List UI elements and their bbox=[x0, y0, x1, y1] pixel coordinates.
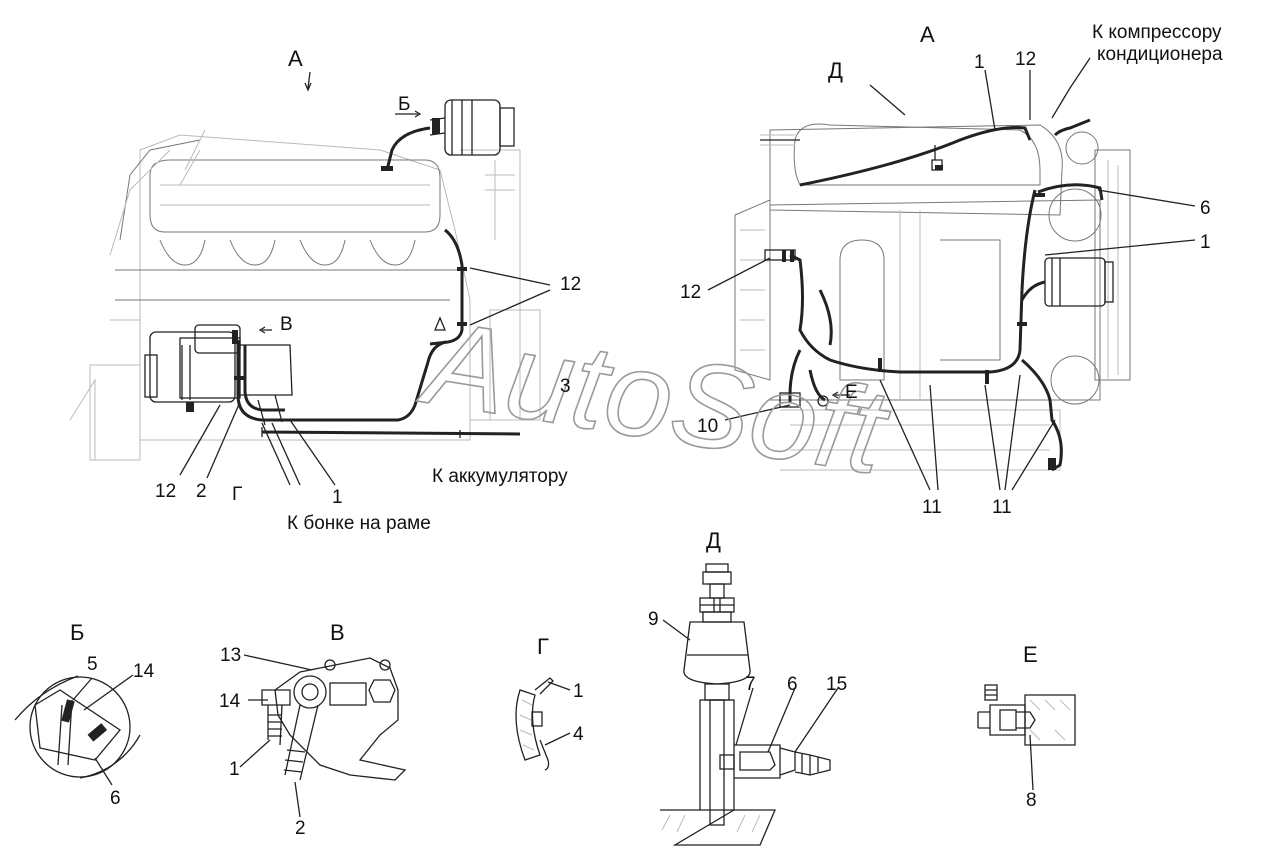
detail-title-g: Г bbox=[537, 634, 549, 659]
callout-1-g: 1 bbox=[573, 681, 584, 702]
top-unit bbox=[429, 99, 515, 156]
view-label-e-right: Е bbox=[845, 382, 858, 403]
detail-e bbox=[977, 684, 1076, 791]
note-to-frame-tank: К бонке на раме bbox=[287, 513, 431, 534]
callout-13-v: 13 bbox=[220, 645, 241, 666]
detail-b bbox=[14, 674, 141, 786]
callout-11-right-a: 11 bbox=[922, 497, 942, 518]
note-to-compressor-2: кондиционера bbox=[1097, 44, 1223, 65]
callout-1-right-mid: 1 bbox=[1200, 232, 1211, 253]
callout-2-v: 2 bbox=[295, 818, 306, 839]
callout-12-left-a: 12 bbox=[560, 274, 581, 295]
callout-6-b: 6 bbox=[110, 788, 121, 809]
callout-12-left-b: 12 bbox=[155, 481, 176, 502]
callout-3-left: 3 bbox=[560, 376, 571, 397]
callout-1-v: 1 bbox=[229, 759, 240, 780]
right-engine-view bbox=[707, 57, 1196, 491]
callout-6-right: 6 bbox=[1200, 198, 1211, 219]
callout-9-d: 9 bbox=[648, 609, 659, 630]
detail-g bbox=[515, 677, 571, 771]
callout-14-v: 14 bbox=[219, 691, 241, 712]
callout-12-right-left: 12 bbox=[680, 282, 701, 303]
starter-unit bbox=[144, 324, 293, 412]
callout-10-right: 10 bbox=[697, 416, 718, 437]
detail-d bbox=[660, 563, 839, 846]
callout-1-left: 1 bbox=[332, 487, 343, 508]
callout-11-right-b: 11 bbox=[992, 497, 1012, 518]
detail-title-v: В bbox=[330, 620, 345, 645]
view-label-a-right: А bbox=[920, 22, 935, 47]
callout-2-left: 2 bbox=[196, 481, 207, 502]
labels: А Б В 12 12 2 Г 1 3 К аккумулятору К бон… bbox=[70, 22, 1223, 839]
view-label-a-left: А bbox=[288, 46, 303, 71]
callout-5-b: 5 bbox=[87, 654, 98, 675]
note-to-battery: К аккумулятору bbox=[432, 466, 568, 487]
callout-7-d: 7 bbox=[745, 674, 756, 695]
callout-12-right-top: 12 bbox=[1015, 49, 1036, 70]
left-engine-view bbox=[69, 71, 551, 486]
detail-title-e: Е bbox=[1023, 642, 1038, 667]
detail-v bbox=[239, 654, 407, 818]
callout-4-g: 4 bbox=[573, 724, 584, 745]
callout-6-d: 6 bbox=[787, 674, 798, 695]
view-label-v-left: В bbox=[280, 314, 293, 335]
detail-title-d: Д bbox=[706, 528, 721, 553]
callout-15-d: 15 bbox=[826, 674, 847, 695]
callout-14-b: 14 bbox=[133, 661, 155, 682]
view-label-d-right: Д bbox=[828, 58, 843, 83]
view-label-g-left: Г bbox=[232, 484, 242, 505]
detail-title-b: Б bbox=[70, 620, 84, 645]
callout-8-e: 8 bbox=[1026, 790, 1037, 811]
note-to-compressor-1: К компрессору bbox=[1092, 22, 1222, 43]
callout-1-right-top: 1 bbox=[974, 52, 985, 73]
view-label-b-left: Б bbox=[398, 94, 410, 115]
